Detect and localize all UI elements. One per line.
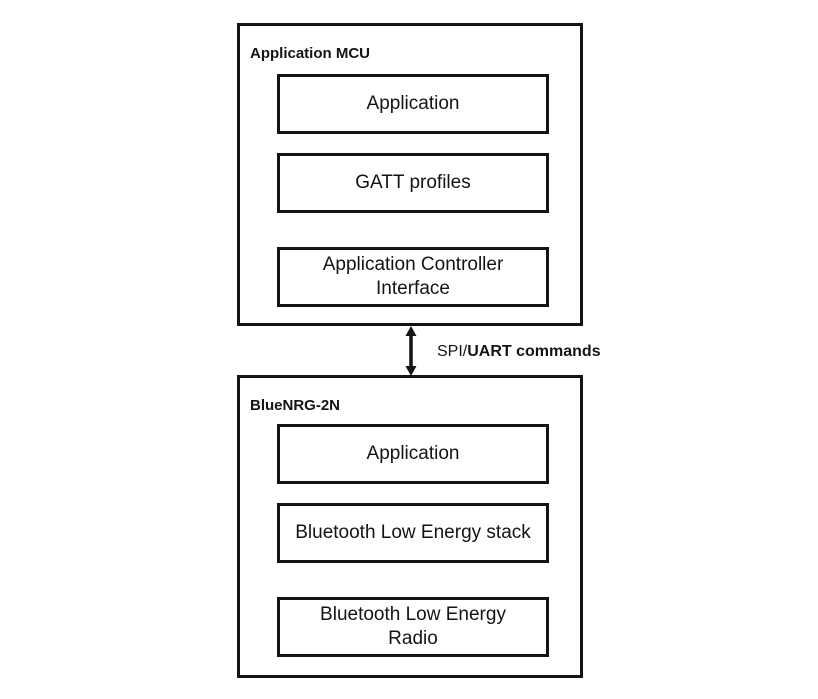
connector-label-bold: UART commands xyxy=(467,343,601,360)
group-application-mcu: Application MCU Application GATT profile… xyxy=(237,23,583,326)
module-bluetooth-low-energy-radio: Bluetooth Low Energy Radio xyxy=(277,597,549,657)
group-bluenrg-2n: BlueNRG-2N Application Bluetooth Low Ene… xyxy=(237,375,583,678)
group-bluenrg-2n-label: BlueNRG-2N xyxy=(250,397,341,414)
connector-label: SPI/UART commands xyxy=(437,343,601,361)
module-gatt-profiles: GATT profiles xyxy=(277,153,549,213)
connector-label-regular: SPI/ xyxy=(437,343,468,360)
module-bluetooth-low-energy-stack: Bluetooth Low Energy stack xyxy=(277,503,549,563)
module-bluenrg-application: Application xyxy=(277,424,549,484)
double-arrow-icon xyxy=(405,326,417,376)
module-application-controller-interface: Application Controller Interface xyxy=(277,247,549,307)
group-application-mcu-label: Application MCU xyxy=(250,45,370,62)
module-application-mcu-application: Application xyxy=(277,74,549,134)
